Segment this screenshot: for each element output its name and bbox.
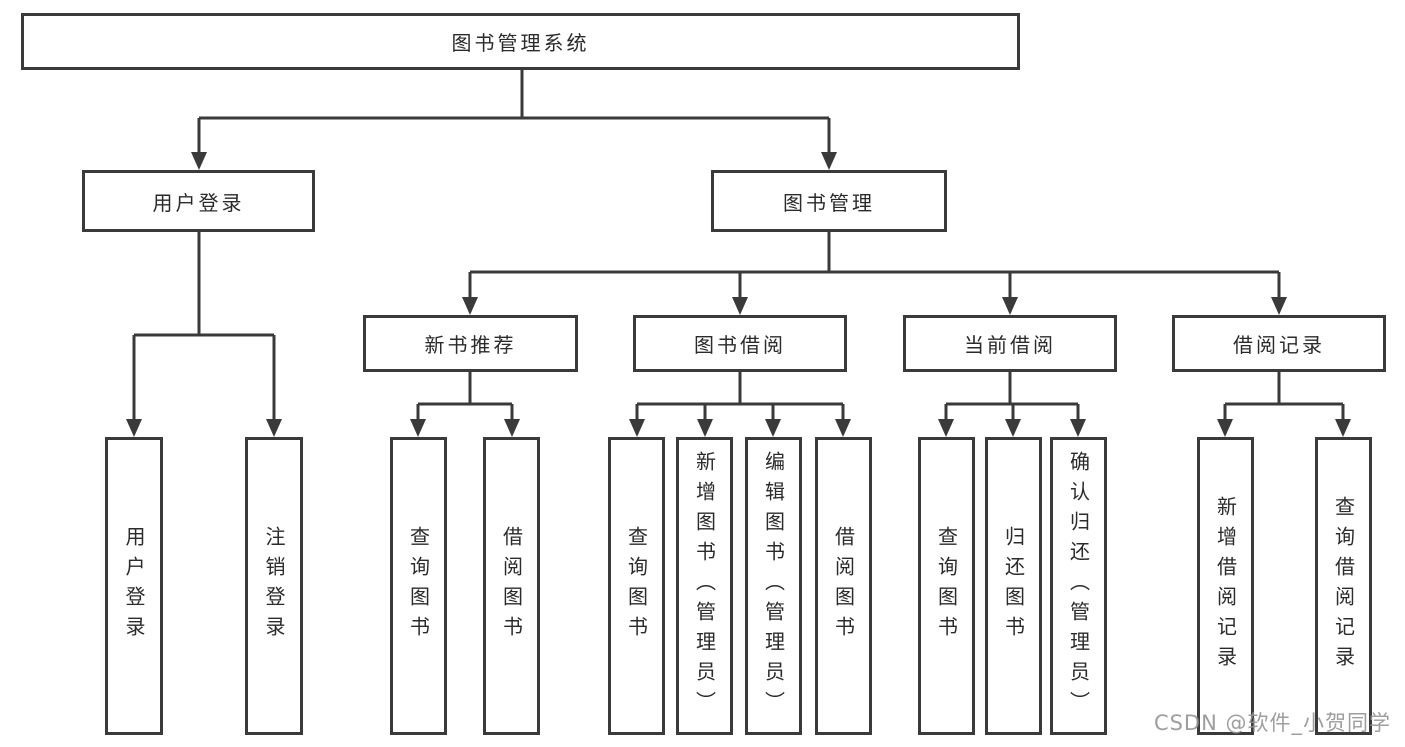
node-current-borrow: 当前借阅 <box>903 315 1117 372</box>
arrow-head <box>765 419 781 437</box>
leaf-edit-book-admin-label: 编辑图书（管理员） <box>761 451 786 721</box>
arrow-head <box>1335 419 1351 437</box>
connector-new-book-to-leaves <box>416 372 514 423</box>
leaf-query-books-3: 查询图书 <box>918 437 975 735</box>
leaf-return-books-label: 归还图书 <box>1001 526 1026 646</box>
leaf-logout-label: 注销登录 <box>262 526 286 646</box>
arrow-head <box>1217 419 1233 437</box>
node-user-login: 用户登录 <box>82 170 315 232</box>
leaf-logout: 注销登录 <box>245 437 303 735</box>
arrow-head <box>462 297 478 315</box>
leaf-query-books-1-label: 查询图书 <box>406 526 431 646</box>
connector-book-mgmt-to-level3 <box>468 232 1281 301</box>
connector-borrow-to-leaves <box>635 372 845 423</box>
arrow-head <box>1271 297 1287 315</box>
node-book-management-label: 图书管理 <box>783 190 875 215</box>
leaf-confirm-return-admin: 确认归还（管理员） <box>1050 437 1107 735</box>
leaf-query-borrow-record: 查询借阅记录 <box>1315 437 1372 735</box>
leaf-borrow-books-1: 借阅图书 <box>483 437 540 735</box>
arrow-head <box>1002 297 1018 315</box>
leaf-add-book-admin: 新增图书（管理员） <box>676 437 733 735</box>
connector-records-to-leaves <box>1223 372 1345 423</box>
leaf-user-login: 用户登录 <box>105 437 163 735</box>
arrow-head <box>1005 419 1021 437</box>
arrow-head <box>629 419 645 437</box>
leaf-add-book-admin-label: 新增图书（管理员） <box>692 451 717 721</box>
arrow-head <box>1070 419 1086 437</box>
arrow-head <box>504 419 520 437</box>
leaf-add-borrow-record-label: 新增借阅记录 <box>1213 496 1238 676</box>
node-root-label: 图书管理系统 <box>451 31 590 55</box>
arrow-head <box>126 419 142 437</box>
connector-user-login-to-leaves <box>132 232 276 423</box>
arrow-head <box>266 419 282 437</box>
leaf-query-books-2: 查询图书 <box>608 437 665 735</box>
connector-current-to-leaves <box>944 372 1080 423</box>
leaf-edit-book-admin: 编辑图书（管理员） <box>745 437 802 735</box>
arrow-head <box>732 297 748 315</box>
leaf-query-books-1: 查询图书 <box>390 437 447 735</box>
node-new-book-recommend-label: 新书推荐 <box>424 333 517 357</box>
leaf-return-books: 归还图书 <box>985 437 1042 735</box>
leaf-confirm-return-admin-label: 确认归还（管理员） <box>1066 451 1091 721</box>
csdn-watermark: CSDN @软件_小贺同学 <box>1153 711 1391 735</box>
node-book-management: 图书管理 <box>711 170 947 232</box>
leaf-borrow-books-2: 借阅图书 <box>815 437 872 735</box>
leaf-query-borrow-record-label: 查询借阅记录 <box>1331 496 1356 676</box>
arrow-head <box>191 152 207 170</box>
leaf-add-borrow-record: 新增借阅记录 <box>1197 437 1254 735</box>
node-book-borrow-label: 图书借阅 <box>694 333 786 357</box>
arrow-head <box>410 419 426 437</box>
node-new-book-recommend: 新书推荐 <box>363 315 578 372</box>
node-current-borrow-label: 当前借阅 <box>964 333 1056 357</box>
leaf-query-books-3-label: 查询图书 <box>934 526 959 646</box>
node-root: 图书管理系统 <box>21 13 1020 70</box>
leaf-borrow-books-2-label: 借阅图书 <box>831 526 856 646</box>
leaf-query-books-2-label: 查询图书 <box>624 526 649 646</box>
arrow-head <box>821 152 837 170</box>
connector-root-to-level2 <box>197 70 831 156</box>
node-book-borrow: 图书借阅 <box>633 315 847 372</box>
arrow-head <box>835 419 851 437</box>
node-user-login-label: 用户登录 <box>152 190 245 215</box>
node-borrow-records-label: 借阅记录 <box>1233 333 1325 357</box>
arrow-head <box>697 419 713 437</box>
leaf-borrow-books-1-label: 借阅图书 <box>499 526 524 646</box>
node-borrow-records: 借阅记录 <box>1172 315 1386 372</box>
leaf-user-login-label: 用户登录 <box>122 526 146 646</box>
arrow-head <box>938 419 954 437</box>
